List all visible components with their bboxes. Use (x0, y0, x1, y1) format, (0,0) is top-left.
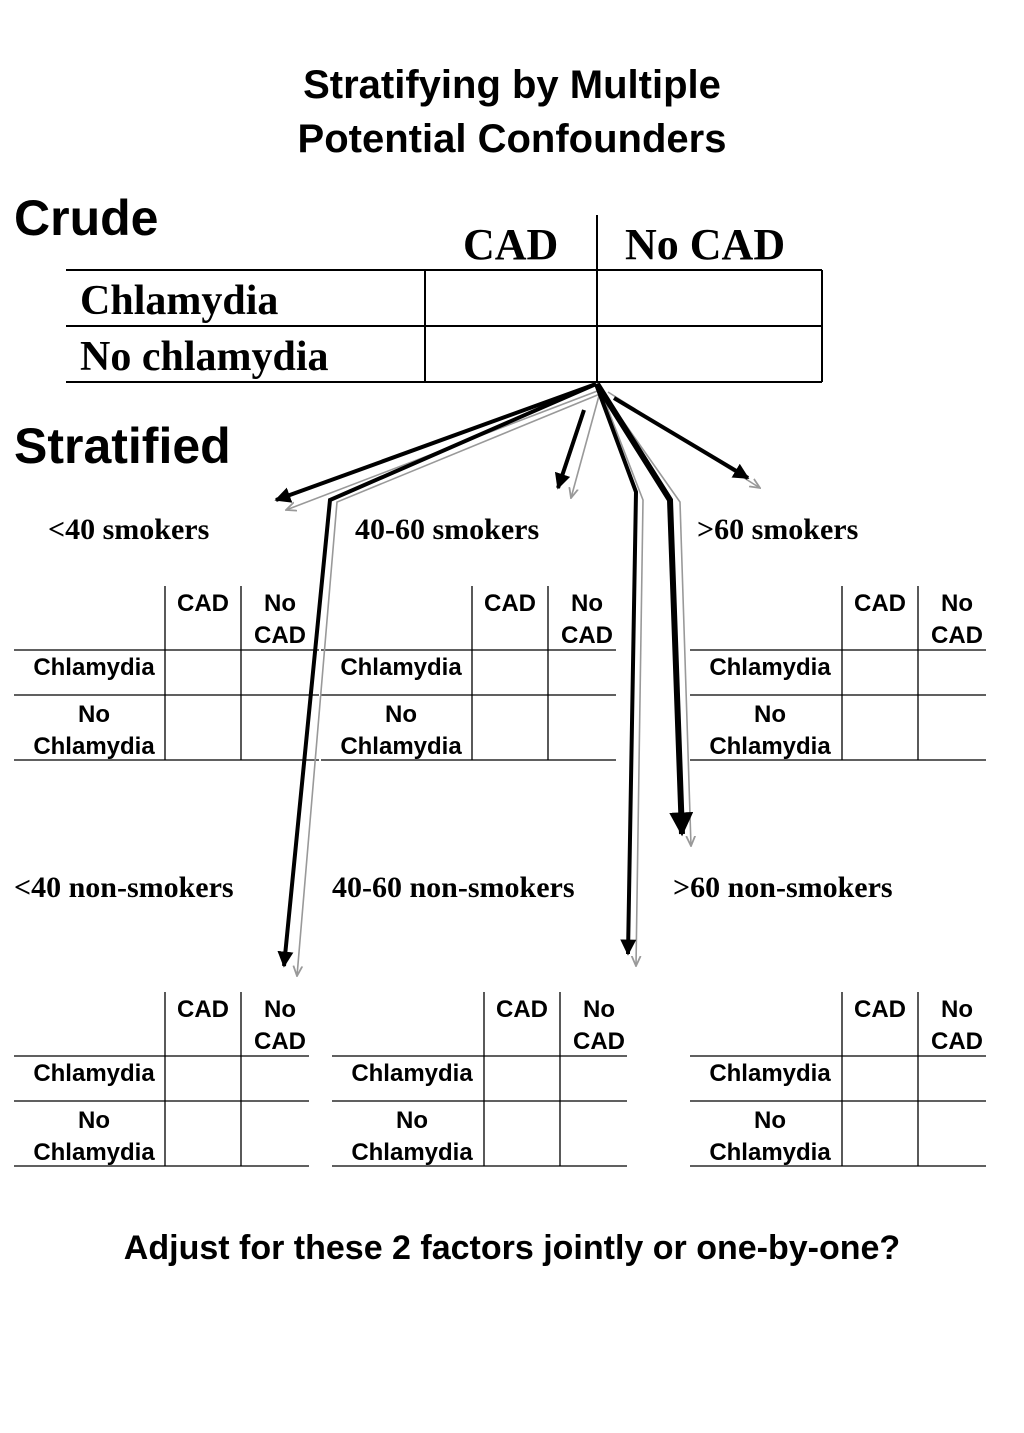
closing-question: Adjust for these 2 factors jointly or on… (123, 1229, 901, 1267)
title-line-2: Potential Confounders (297, 117, 727, 161)
crude-row-label-no-chlamydia: No chlamydia (80, 334, 329, 380)
table3-grid (690, 586, 986, 761)
arrow-to-40-60-smokers (554, 409, 586, 490)
table6-grid (690, 992, 986, 1167)
arrow-to-lt40-non-smokers (277, 382, 597, 968)
table5-col-header-cad: CAD (496, 996, 548, 1023)
table5-grid (332, 992, 627, 1167)
crude-table (66, 215, 823, 383)
stratum-label-lt40-non-smokers: <40 non-smokers (14, 871, 234, 904)
table3-col-header-cad: CAD (854, 590, 906, 617)
stratum-label-gt60-smokers: >60 smokers (697, 513, 859, 546)
arrow-hollow-to-40-60-smokers (571, 391, 601, 498)
crude-col-header-no-cad: No CAD (625, 220, 786, 269)
crude-row-label-chlamydia: Chlamydia (80, 278, 279, 324)
stratum-label-40-60-non-smokers: 40-60 non-smokers (332, 871, 575, 904)
crude-col-header-cad: CAD (463, 220, 559, 269)
stratum-label-gt60-non-smokers: >60 non-smokers (673, 871, 893, 904)
page-title: Stratifying by Multiple Potential Confou… (0, 58, 1024, 166)
table5-row-label-chlamydia: Chlamydia (351, 1060, 473, 1087)
title-line-1: Stratifying by Multiple (303, 63, 721, 107)
table4-col-header-cad: CAD (177, 996, 229, 1023)
table1-grid (14, 586, 319, 761)
table4-grid (14, 992, 309, 1167)
table2-grid (321, 586, 616, 761)
stratified-heading: Stratified (14, 418, 231, 474)
crude-heading: Crude (14, 190, 159, 246)
arrow-to-lt40-smokers (274, 382, 597, 503)
table4-row-label-chlamydia: Chlamydia (33, 1060, 155, 1087)
arrow-to-gt60-non-smokers (594, 382, 694, 837)
stratum-label-lt40-smokers: <40 smokers (48, 513, 210, 546)
table2-col-header-cad: CAD (484, 590, 536, 617)
table2-row-label-chlamydia: Chlamydia (340, 654, 462, 681)
table1-row-label-chlamydia: Chlamydia (33, 654, 155, 681)
table6-col-header-cad: CAD (854, 996, 906, 1023)
stratum-label-40-60-smokers: 40-60 smokers (355, 513, 540, 546)
table1-col-header-cad: CAD (177, 590, 229, 617)
arrow-hollow-to-lt40-non-smokers (297, 393, 601, 976)
arrow-to-40-60-non-smokers (594, 383, 639, 956)
table6-row-label-chlamydia: Chlamydia (709, 1060, 831, 1087)
arrow-hollow-to-40-60-non-smokers (601, 393, 644, 966)
arrow-to-gt60-smokers (612, 396, 750, 480)
table3-row-label-chlamydia: Chlamydia (709, 654, 831, 681)
